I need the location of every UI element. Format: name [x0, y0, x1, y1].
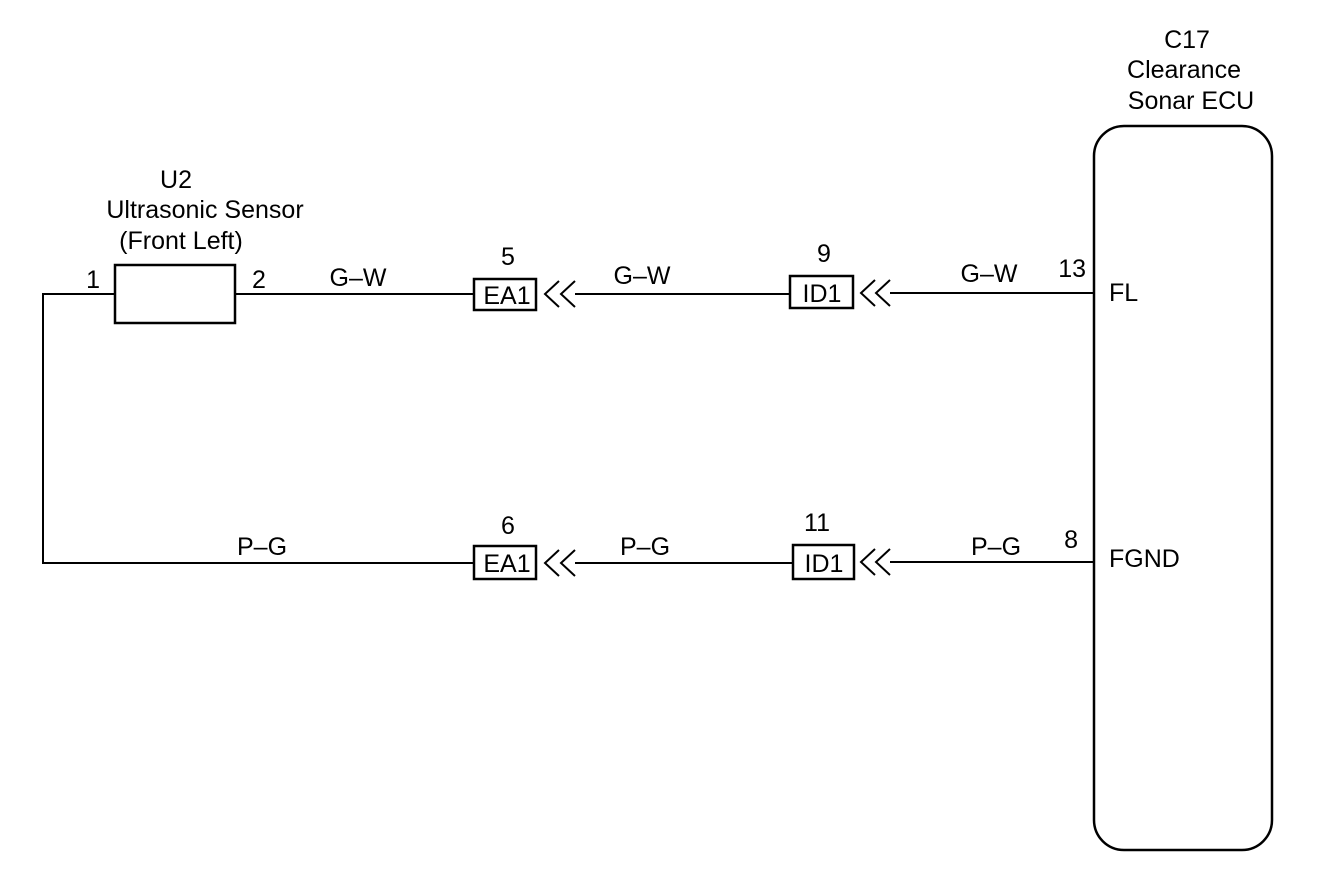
wire-bottom-seg1 — [42, 293, 474, 564]
ecu-terminal-fl: FL — [1109, 279, 1138, 307]
ecu-pin-fl: 13 — [1058, 255, 1086, 283]
connector-chevron — [859, 548, 876, 576]
connector-chevron — [543, 280, 560, 308]
sensor-box — [113, 263, 237, 325]
connector-box — [472, 544, 538, 581]
connector-chevron — [859, 279, 876, 307]
connector-ea1-top: 5 EA1 — [472, 243, 576, 312]
connector-box — [788, 274, 855, 310]
wire-label-top-3: G–W — [961, 260, 1018, 288]
sensor-pin-2: 2 — [252, 266, 266, 294]
connector-id1-top: 9 ID1 — [788, 240, 891, 310]
connector-pin: 6 — [501, 512, 515, 540]
ecu-terminal-fgnd: FGND — [1109, 545, 1180, 573]
connector-box — [791, 543, 856, 581]
connector-chevron — [874, 279, 891, 307]
connector-label: EA1 — [483, 550, 530, 578]
wire-label-bottom-2: P–G — [620, 533, 670, 561]
wire-label-top-1: G–W — [330, 264, 387, 292]
connector-label: EA1 — [483, 282, 530, 310]
connector-chevron — [559, 280, 576, 308]
connector-chevron — [874, 548, 891, 576]
ecu-name-line2: Sonar ECU — [1128, 87, 1254, 115]
ecu-box — [1092, 124, 1274, 852]
connector-pin: 5 — [501, 243, 515, 271]
wire-label-top-2: G–W — [614, 262, 671, 290]
connector-box — [472, 277, 538, 312]
ecu-code: C17 — [1164, 26, 1210, 54]
connector-id1-bottom: 11 ID1 — [791, 509, 891, 581]
connector-chevron — [559, 549, 576, 577]
ecu-name-line1: Clearance — [1127, 56, 1241, 84]
connector-ea1-bottom: 6 EA1 — [472, 512, 576, 581]
connector-label: ID1 — [805, 550, 844, 578]
connector-chevron — [543, 549, 560, 577]
sensor-name-line2: (Front Left) — [119, 227, 243, 255]
wire-label-bottom-1: P–G — [237, 533, 287, 561]
sensor-name-line1: Ultrasonic Sensor — [106, 196, 303, 224]
sensor-code: U2 — [160, 166, 192, 194]
connector-label: ID1 — [803, 280, 842, 308]
connector-pin: 9 — [817, 240, 831, 268]
ecu-pin-fgnd: 8 — [1064, 526, 1078, 554]
sensor-pin-1: 1 — [86, 266, 100, 294]
wire-label-bottom-3: P–G — [971, 533, 1021, 561]
connector-pin: 11 — [804, 509, 830, 537]
